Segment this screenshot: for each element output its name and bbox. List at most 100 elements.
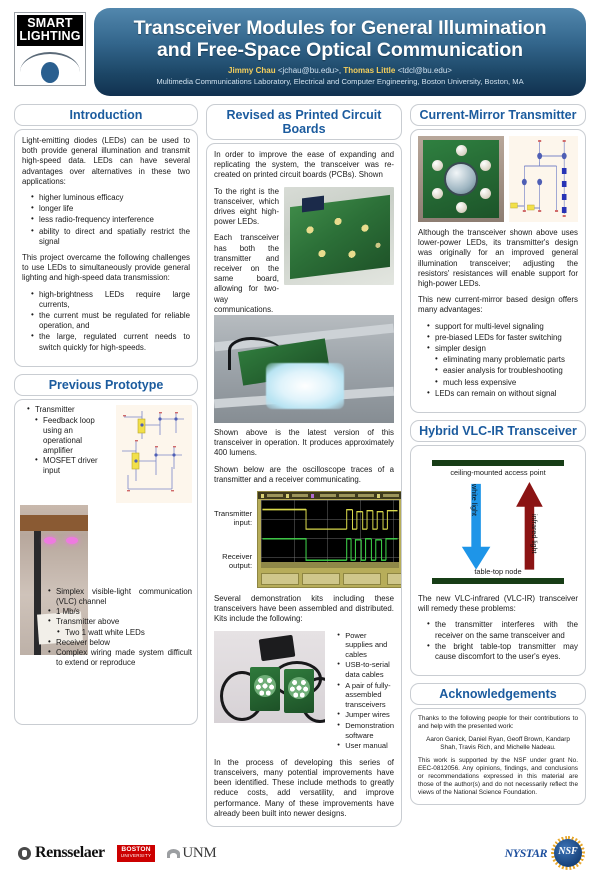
list-item: higher luminous efficacy: [31, 192, 190, 203]
acknowledgements-paragraph-1: Thanks to the following people for their…: [418, 715, 578, 731]
rensselaer-logo: Rensselaer: [18, 844, 105, 862]
poster-header: SMART LIGHTING Transceiver Modules for G…: [14, 8, 586, 100]
list-item: Receiver below: [48, 637, 192, 648]
pcb-caption-2: Shown below are the oscilloscope traces …: [214, 464, 394, 484]
title-banner: Transceiver Modules for General Illumina…: [94, 8, 586, 96]
list-item: eliminating many problematic parts: [435, 354, 578, 365]
prototype-transmitter-list: Transmitter Feedback loop using an opera…: [20, 404, 112, 503]
list-item: longer life: [31, 203, 190, 214]
hybrid-diagram: ceiling-mounted access point white light…: [418, 456, 578, 588]
power-supply-shape: [258, 634, 296, 661]
receiver-dome-shape: [444, 162, 478, 196]
white-light-arrow-down: [461, 483, 491, 570]
led-shape: [480, 188, 491, 199]
demo-kit-contents-list: Power supplies and cables USB-to-serial …: [330, 630, 394, 752]
scope-softkey-save[interactable]: [261, 573, 300, 586]
list-item: the transmitter interferes with the rece…: [427, 619, 578, 640]
current-mirror-sub-list: eliminating many problematic parts easie…: [429, 354, 578, 388]
hybrid-label-white-light: white light: [470, 484, 479, 517]
scope-label-transmitter: Transmitter input:: [214, 508, 253, 528]
current-mirror-paragraph-2: This new current-mirror based design off…: [418, 295, 578, 315]
introduction-paragraph-1: Light-emitting diodes (LEDs) can be used…: [22, 136, 190, 186]
table-leg-shape: [34, 530, 41, 655]
cable-shape: [228, 337, 285, 371]
demo-kit-figure: Power supplies and cables USB-to-serial …: [214, 630, 394, 752]
current-mirror-board-photo: [418, 136, 504, 222]
list-item: Transmitter: [27, 404, 112, 415]
list-item: Complex wiring made system difficult to …: [48, 647, 192, 668]
list-item: the large, regulated current needs to sw…: [31, 331, 190, 352]
pcb-paragraph-1: In order to improve the ease of expandin…: [214, 150, 394, 180]
hybrid-arrows: [461, 482, 543, 570]
scope-softkey-recall[interactable]: [302, 573, 341, 586]
affiliation-line: Multimedia Communications Laboratory, El…: [156, 77, 524, 86]
logo-line-1: SMART: [27, 16, 73, 30]
pcb-caption-1: Shown above is the latest version of thi…: [214, 428, 394, 458]
rensselaer-seal-icon: [18, 846, 31, 860]
hybrid-heading: Hybrid VLC-IR Transceiver: [410, 420, 586, 443]
list-item: easier analysis for troubleshooting: [435, 365, 578, 376]
transceiver-module-shape-1: [250, 666, 280, 711]
unm-wordmark: UNM: [182, 844, 217, 861]
scope-softkey-default[interactable]: [343, 573, 382, 586]
scope-waveform-grid: [261, 500, 400, 568]
prototype-feature-list: Simplex visible-light communication (VLC…: [20, 505, 192, 725]
prototype-top-row: Transmitter Feedback loop using an opera…: [20, 404, 192, 503]
boston-university-logo: BOSTON UNIVERSITY: [116, 844, 156, 862]
current-mirror-section: Current-Mirror Transmitter: [410, 104, 586, 414]
list-item: the bright table-top transmitter may cau…: [427, 641, 578, 662]
pcb-panel: In order to improve the ease of expandin…: [206, 143, 402, 828]
acknowledgements-section: Acknowledgements Thanks to the following…: [410, 683, 586, 806]
scope-status-bar: [261, 562, 400, 569]
list-item: much less expensive: [435, 377, 578, 388]
logo-line-2: LIGHTING: [19, 29, 81, 43]
illuminated-transceiver-photo: [214, 315, 394, 424]
current-mirror-figures: [418, 136, 578, 222]
title-line-2: and Free-Space Optical Communication: [157, 39, 523, 61]
table-surface-shape: [20, 514, 88, 531]
poster-columns: Introduction Light-emitting diodes (LEDs…: [14, 104, 586, 828]
hybrid-label-table: table-top node: [474, 567, 522, 577]
list-item: Demonstration software: [337, 720, 394, 740]
author-1-email: <jchau@bu.edu>,: [277, 66, 342, 75]
current-mirror-panel: Although the transceiver shown above use…: [410, 129, 586, 414]
author-1-name: Jimmy Chau: [228, 66, 276, 75]
list-item: Jumper wires: [337, 709, 394, 720]
led-shape: [432, 188, 443, 199]
hybrid-label-infrared-light: infrared light: [530, 514, 539, 554]
left-column: Introduction Light-emitting diodes (LEDs…: [14, 104, 198, 827]
title-line-1: Transceiver Modules for General Illumina…: [133, 17, 547, 39]
footer-logos: Rensselaer BOSTON UNIVERSITY UNM NYSTAR …: [14, 832, 586, 874]
introduction-challenges-list: high-brightness LEDs require large curre…: [22, 289, 190, 353]
oscilloscope-screenshot: [257, 491, 401, 589]
hybrid-problems-list: the transmitter interferes with the rece…: [418, 619, 578, 662]
introduction-panel: Light-emitting diodes (LEDs) can be used…: [14, 129, 198, 367]
hybrid-label-ceiling: ceiling-mounted access point: [450, 468, 546, 478]
led-shape: [456, 202, 467, 213]
footer-right-logos: NYSTAR NSF: [505, 836, 585, 871]
eye-lid-shape: [20, 52, 80, 72]
list-item: Transmitter above: [48, 616, 192, 627]
prototype-schematic-image: [116, 404, 192, 503]
introduction-section: Introduction Light-emitting diodes (LEDs…: [14, 104, 198, 367]
scope-softkey-press-to-save[interactable]: [387, 573, 401, 586]
pcb-transceiver-photo: [284, 186, 394, 285]
pcb-closing-paragraph: In the process of developing this series…: [214, 757, 394, 818]
list-item: A pair of fully-assembled transceivers: [337, 680, 394, 710]
list-item: LEDs can remain on without signal: [427, 388, 578, 399]
author-line: Jimmy Chau <jchau@bu.edu>, Thomas Little…: [104, 66, 576, 75]
author-2-email: <tdcl@bu.edu>: [397, 66, 452, 75]
right-column: Current-Mirror Transmitter: [410, 104, 586, 827]
eye-icon: [17, 46, 83, 83]
list-item: pre-biased LEDs for faster switching: [427, 332, 578, 343]
footer-left-logos: Rensselaer BOSTON UNIVERSITY UNM: [18, 844, 505, 862]
oscilloscope-labels: Transmitter input: Receiver output:: [214, 509, 257, 571]
scope-label-receiver: Receiver output:: [222, 551, 253, 570]
table-bar-shape: [432, 578, 564, 585]
scope-toolbar: [258, 492, 401, 500]
hybrid-section: Hybrid VLC-IR Transceiver ceiling-mounte…: [410, 420, 586, 677]
rensselaer-wordmark: Rensselaer: [35, 844, 105, 862]
list-item: Simplex visible-light communication (VLC…: [48, 586, 192, 607]
previous-prototype-panel: Transmitter Feedback loop using an opera…: [14, 398, 198, 726]
bu-line-2: UNIVERSITY: [120, 853, 152, 859]
